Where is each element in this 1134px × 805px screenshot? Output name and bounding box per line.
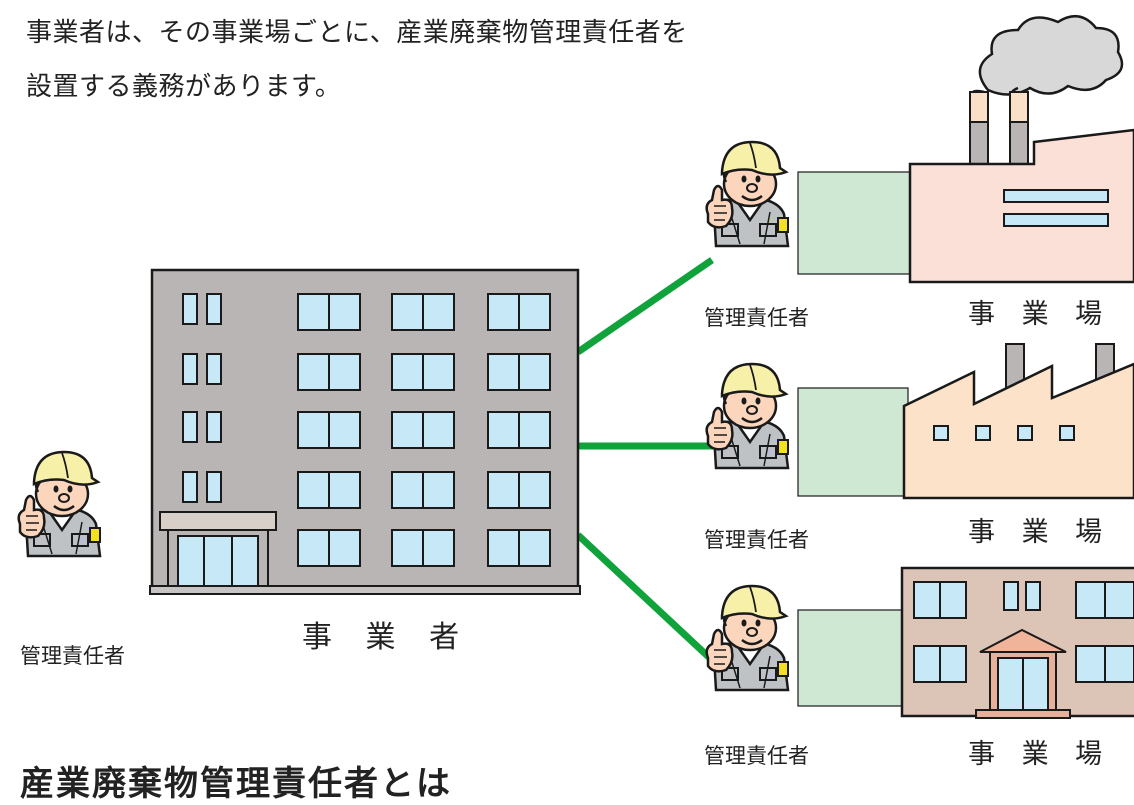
site-label-3: 事 業 場: [968, 739, 1112, 770]
factory-site-2: [902, 343, 1134, 500]
connector-bottom: [575, 532, 717, 665]
manager-figure-site-1: [705, 140, 790, 248]
site-link-band-1: [797, 171, 911, 275]
office-building: [149, 268, 581, 595]
manager-figure-main: [17, 450, 102, 558]
manager-figure-site-3: [705, 584, 790, 692]
site-label-2: 事 業 場: [968, 517, 1112, 548]
manager-label-site-1: 管理責任者: [704, 306, 809, 330]
intro-line-1: 事業者は、その事業場ごとに、産業廃棄物管理責任者を: [26, 18, 688, 48]
site-label-1: 事 業 場: [968, 299, 1112, 330]
section-heading: 産業廃棄物管理責任者とは: [20, 764, 452, 804]
manager-figure-site-2: [705, 362, 790, 470]
manager-label-site-3: 管理責任者: [704, 744, 809, 768]
diagram-canvas: [17, 15, 1134, 719]
intro-text: 事業者は、その事業場ごとに、産業廃棄物管理責任者を 設置する義務があります。: [26, 6, 746, 114]
factory-site-1: [908, 15, 1134, 284]
site-link-band-3: [797, 609, 903, 707]
manager-label-site-2: 管理責任者: [704, 528, 809, 552]
site-link-band-2: [797, 387, 909, 497]
business-operator-label: 事 業 者: [302, 620, 472, 655]
connector-top: [576, 257, 714, 355]
manager-label-main: 管理責任者: [20, 644, 125, 668]
intro-line-2: 設置する義務があります。: [26, 72, 342, 102]
building-site-3: [900, 566, 1134, 719]
connector-lines: [575, 257, 717, 665]
